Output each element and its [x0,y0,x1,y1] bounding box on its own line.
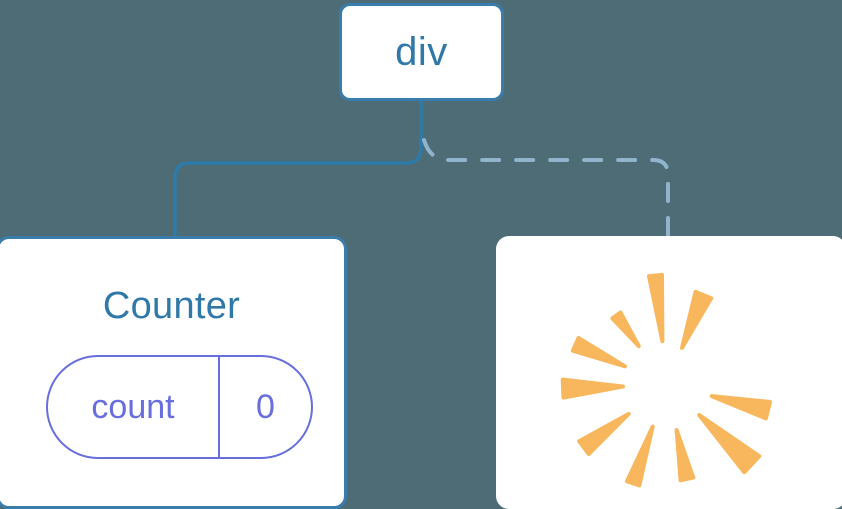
burst-ray-1 [680,289,714,350]
burst-ray-4 [570,335,627,369]
burst-ray-7 [625,424,655,488]
burst-ray-8 [674,428,696,483]
node-burst[interactable] [496,236,842,509]
diagram-description: Component tree: a div element node conne… [0,16,1,17]
burst-ray-9 [697,413,762,475]
node-div-label: div [395,30,448,74]
node-counter-label: Counter [102,285,241,327]
burst-ray-10 [709,394,772,421]
state-value: 0 [256,388,275,426]
edge-div-burst [422,138,670,240]
state-key: count [48,357,220,457]
node-div[interactable]: div [339,3,504,101]
burst-ray-2 [647,272,665,344]
node-counter[interactable]: Counter count 0 [0,236,347,509]
burst-ray-3 [610,310,641,349]
edge-div-counter [173,99,423,240]
state-pill-count[interactable]: count 0 [46,355,313,459]
burst-ray-5 [560,377,625,400]
sparkle-burst-icon [560,272,772,488]
burst-ray-6 [577,411,631,456]
